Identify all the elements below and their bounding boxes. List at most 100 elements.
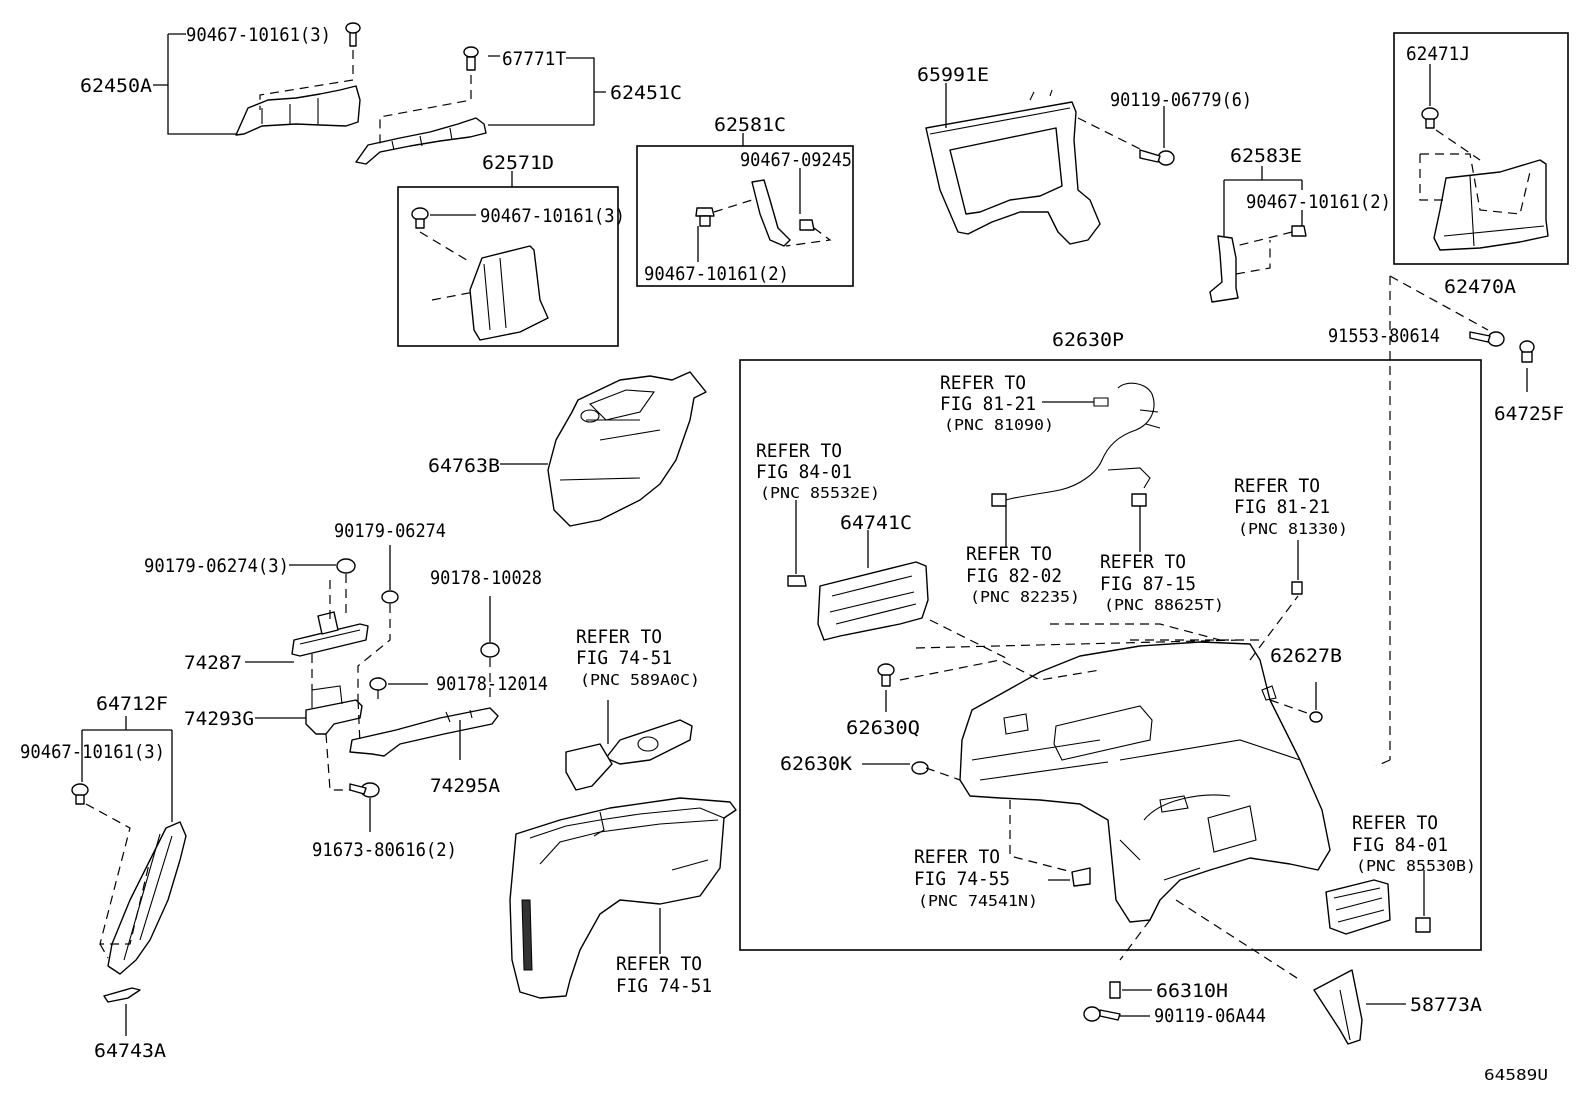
part-74293g <box>305 685 363 735</box>
refer-88625t-line2: FIG 87-15 <box>1100 573 1196 595</box>
label-74293g: 74293G <box>184 708 254 730</box>
part-62630p-main-trim <box>959 641 1331 923</box>
label-90178-10028: 90178-10028 <box>430 567 542 589</box>
part-74541n <box>1048 867 1091 887</box>
part-58773a <box>1313 969 1406 1045</box>
leader-62450a <box>153 33 354 135</box>
label-66310h: 66310H <box>1156 980 1228 1002</box>
part-62450a <box>235 22 361 136</box>
label-90179-06274: 90179-06274 <box>334 520 446 542</box>
refer-85532e: REFER TO FIG 84-01 (PNC 85532E) <box>756 440 880 502</box>
refer-81330: REFER TO FIG 81-21 (PNC 81330) <box>1234 475 1348 538</box>
refer-85532e-line3: (PNC 85532E) <box>760 484 880 502</box>
label-90178-12014: 90178-12014 <box>436 673 548 695</box>
part-85532e-clip <box>787 500 807 587</box>
label-58773a: 58773A <box>1410 994 1483 1016</box>
part-64741c <box>817 530 929 641</box>
part-62451c <box>355 46 487 165</box>
fasteners-62630 <box>862 663 1323 775</box>
part-74295a <box>349 707 499 757</box>
part-62470a <box>1421 107 1549 251</box>
leader-62581c <box>697 133 832 262</box>
label-90467-10161-3a: 90467-10161(3) <box>186 24 331 46</box>
refer-74541n-line2: FIG 74-55 <box>914 868 1010 890</box>
part-quarter-trim-7451 <box>509 797 737 999</box>
refer-81090-line2: FIG 81-21 <box>940 393 1036 415</box>
leader-64712f <box>81 716 173 1036</box>
label-64712f: 64712F <box>96 693 168 715</box>
refer-81090: REFER TO FIG 81-21 (PNC 81090) <box>940 372 1054 434</box>
label-62470a: 62470A <box>1444 276 1517 298</box>
part-85530b-cover <box>1325 870 1431 935</box>
refer-88625t-line1: REFER TO <box>1100 551 1186 573</box>
label-90467-10161-3b: 90467-10161(3) <box>480 205 625 227</box>
label-90467-10161-2a: 90467-10161(2) <box>644 263 789 285</box>
refer-85530b: REFER TO FIG 84-01 (PNC 85530B) <box>1352 812 1476 875</box>
label-62571d: 62571D <box>482 152 554 174</box>
leader-74 <box>245 545 491 832</box>
part-64712f <box>71 783 187 975</box>
leader-62470a <box>1419 64 1531 215</box>
label-90119-06a44: 90119-06A44 <box>1154 1005 1266 1027</box>
label-64743a: 64743A <box>94 1040 167 1062</box>
label-62581c: 62581C <box>714 114 786 136</box>
part-74287 <box>291 611 369 657</box>
label-64725f: 64725F <box>1494 403 1564 425</box>
label-90467-09245: 90467-09245 <box>740 149 852 171</box>
part-labels: 62450A 90467-10161(3) 67771T 62451C 6257… <box>20 24 1564 1084</box>
part-91553-80614 <box>1375 275 1505 767</box>
label-91673-80616: 91673-80616(2) <box>312 839 457 861</box>
label-62450a: 62450A <box>80 75 153 97</box>
refer-589a0c: REFER TO FIG 74-51 (PNC 589A0C) <box>576 626 700 689</box>
part-589a0c <box>565 719 693 791</box>
refer-81090-line3: (PNC 81090) <box>944 416 1054 434</box>
box-62630p <box>739 359 1482 951</box>
refer-589a0c-line3: (PNC 589A0C) <box>580 671 700 689</box>
part-90119-06a44 <box>1083 1006 1150 1022</box>
label-62630k: 62630K <box>780 753 853 775</box>
leader-62571d <box>419 171 513 301</box>
label-91553-80614: 91553-80614 <box>1328 325 1440 347</box>
label-62471j: 62471J <box>1406 43 1470 65</box>
part-66310h <box>1109 981 1152 999</box>
label-65991e: 65991E <box>917 64 989 86</box>
box-62581c <box>636 145 854 287</box>
refer-589a0c-line2: FIG 74-51 <box>576 647 672 669</box>
label-67771t: 67771T <box>502 48 566 70</box>
refer-82235-line3: (PNC 82235) <box>970 588 1080 606</box>
refer-589a0c-line1: REFER TO <box>576 626 662 648</box>
label-62583e: 62583E <box>1230 145 1302 167</box>
box-62571d <box>397 186 619 347</box>
label-62451c: 62451C <box>610 82 682 104</box>
refer-85532e-line2: FIG 84-01 <box>756 461 852 483</box>
label-90119-06779: 90119-06779(6) <box>1110 89 1252 111</box>
label-62627b: 62627B <box>1270 645 1342 667</box>
refer-7451-bottom-line2: FIG 74-51 <box>616 975 712 997</box>
part-62581c <box>695 179 815 247</box>
leader-62583e <box>1223 166 1303 275</box>
label-62630p: 62630P <box>1052 329 1124 351</box>
refer-85532e-line1: REFER TO <box>756 440 842 462</box>
part-65991e <box>925 89 1101 245</box>
leader-65991e <box>945 83 1175 166</box>
refer-85530b-line1: REFER TO <box>1352 812 1438 834</box>
refer-88625t-line3: (PNC 88625T) <box>1104 596 1224 614</box>
refer-88625t: REFER TO FIG 87-15 (PNC 88625T) <box>1100 551 1224 614</box>
refer-85530b-line2: FIG 84-01 <box>1352 834 1448 856</box>
leader-harness <box>1005 506 1141 552</box>
label-74287: 74287 <box>184 652 242 674</box>
refer-81330-line1: REFER TO <box>1234 475 1320 497</box>
refer-7451-bottom: REFER TO FIG 74-51 <box>616 953 712 997</box>
part-64725f <box>1519 340 1535 392</box>
figure-code: 64589U <box>1484 1066 1548 1084</box>
label-64763b: 64763B <box>428 455 500 477</box>
refer-74541n-line1: REFER TO <box>914 846 1000 868</box>
label-62630q: 62630Q <box>846 717 920 739</box>
part-62583e <box>1209 225 1307 303</box>
refer-82235-line1: REFER TO <box>966 543 1052 565</box>
part-64743a <box>103 987 141 1003</box>
fasteners-74 <box>336 558 500 798</box>
part-62571d <box>411 207 549 341</box>
label-90467-10161-2b: 90467-10161(2) <box>1246 191 1391 213</box>
